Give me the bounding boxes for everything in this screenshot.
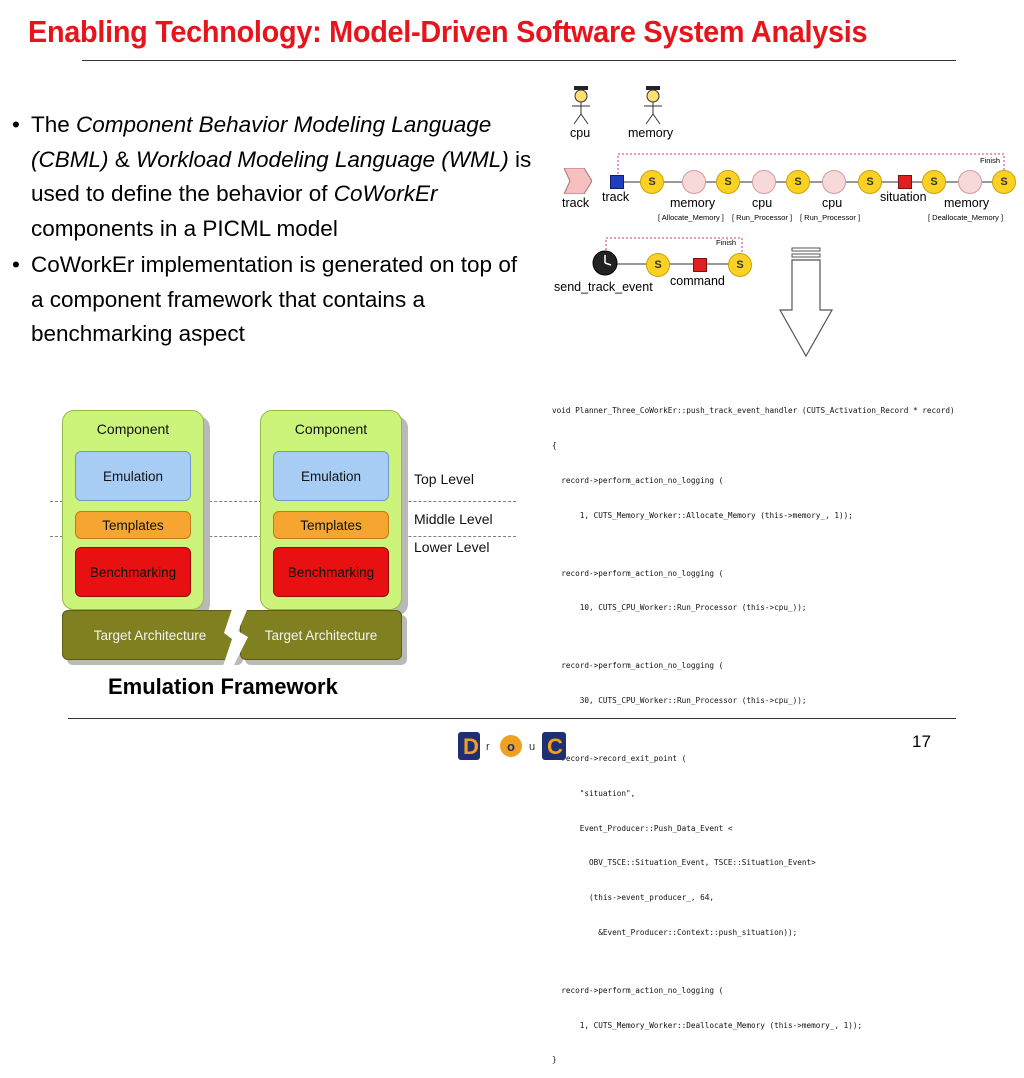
state-node: S [728,253,752,277]
action-annotation: [ Allocate_Memory ] [658,213,724,222]
track-action-icon [610,175,624,189]
cpu-action-label: cpu [822,196,843,210]
templates-box: Templates [273,511,389,539]
framework-caption: Emulation Framework [108,674,338,699]
state-node: S [922,170,946,194]
cpu-action-label: cpu [752,196,773,210]
emulation-framework-diagram: Component Emulation Templates Benchmarki… [50,405,520,670]
cpu-actor-label: cpu [570,126,591,140]
middle-level-label: Middle Level [414,511,493,527]
bullet-text-part: components in a PICML model [31,215,338,241]
cbml-term: Component Behavior Modeling Language (CB… [31,112,492,172]
cpu-worker-icon [572,86,590,125]
target-architecture-box: Target Architecture [240,610,402,660]
timer-icon [592,250,618,276]
logo-letter: u [529,741,535,753]
code-line: OBV_TSCE::Situation_Event, TSCE::Situati… [552,858,816,868]
bullet-marker: • [12,112,20,137]
state-node: S [646,253,670,277]
code-line: &Event_Producer::Context::push_situation… [552,927,798,937]
lower-level-label: Lower Level [414,539,490,555]
behavior-model-diagram: cpu memory Finish track track S memory S… [552,80,1022,300]
benchmarking-box: Benchmarking [273,547,389,597]
state-node: S [858,170,882,194]
state-node: S [640,170,664,194]
bullet-text: CoWorkEr implementation is generated on … [31,252,518,346]
logo-letter: D [463,734,479,759]
templates-box: Templates [75,511,191,539]
code-line: void Planner_Three_CoWorkEr::push_track_… [552,406,955,416]
state-node: S [786,170,810,194]
memory-actor-label: memory [628,126,674,140]
memory-action-node [958,170,982,194]
row2-finish-label: Finish [716,238,737,247]
track-input-label: track [562,196,590,210]
component-label: Component [294,421,368,437]
bullet-text-part: & [108,146,137,172]
track-input-icon [564,168,592,194]
component-stack: Component Emulation Templates Benchmarki… [62,410,204,610]
code-line: { [552,440,557,450]
generated-code-listing: void Planner_Three_CoWorkEr::push_track_… [552,382,1022,1078]
code-line: record->perform_action_no_logging ( [552,475,724,485]
page-number: 17 [912,732,931,751]
state-node: S [716,170,740,194]
code-line: 1, CUTS_Memory_Worker::Allocate_Memory (… [552,510,853,520]
top-level-label: Top Level [414,471,474,487]
situation-output-label: situation [880,190,927,204]
code-line: Event_Producer::Push_Data_Event < [552,823,733,833]
target-architecture-box: Target Architecture [62,610,238,660]
action-annotation: [ Run_Processor ] [800,213,861,222]
emulation-box: Emulation [273,451,389,501]
title-divider [82,60,956,61]
code-line: record->record_exit_point ( [552,754,687,763]
wml-term: Workload Modeling Language (WML) [136,146,509,172]
bullet-item-implementation: • CoWorkEr implementation is generated o… [12,248,532,352]
code-line: record->perform_action_no_logging ( [552,985,724,995]
command-output-icon [693,258,707,272]
memory-action-node [682,170,706,194]
command-output-label: command [670,274,725,288]
logo-letter: r [486,741,490,753]
code-line: record->perform_action_no_logging ( [552,568,724,578]
component-label: Component [96,421,170,437]
code-line: "situation", [552,788,636,798]
logo-letter: o [507,739,515,754]
coworker-term: CoWorkEr [333,181,438,206]
row1-finish-label: Finish [980,156,1001,165]
row2-connector-lines [605,237,743,265]
code-line: } [552,1055,557,1065]
situation-output-icon [898,175,912,189]
bullet-item-cbml: • The Component Behavior Modeling Langua… [12,108,532,246]
break-mark-icon [222,603,250,669]
state-node: S [992,170,1016,194]
bullet-text-part: is used to define the behavior of [31,146,532,207]
memory-action-label: memory [670,196,716,210]
cpu-action-node [822,170,846,194]
bullet-list: • The Component Behavior Modeling Langua… [12,108,532,354]
benchmarking-box: Benchmarking [75,547,191,597]
bullet-text-part: The [31,112,77,137]
cpu-action-node [752,170,776,194]
code-line: 10, CUTS_CPU_Worker::Run_Processor (this… [552,603,807,613]
code-line: (this->event_producer_, 64, [552,893,714,903]
logo-letter: C [547,734,563,759]
action-annotation: [ Deallocate_Memory ] [928,213,1004,222]
code-line: 1, CUTS_Memory_Worker::Deallocate_Memory… [552,1020,863,1030]
slide-title: Enabling Technology: Model-Driven Softwa… [28,14,868,49]
memory-action-label: memory [944,196,990,210]
component-stack: Component Emulation Templates Benchmarki… [260,410,402,610]
code-line: record->perform_action_no_logging ( [552,661,724,671]
generation-arrow-icon [778,247,834,358]
emulation-box: Emulation [75,451,191,501]
send-track-event-label: send_track_event [554,280,653,294]
footer-divider [68,718,956,719]
track-action-label: track [602,190,630,204]
doc-group-logo: D r o u C [458,732,566,760]
action-annotation: [ Run_Processor ] [732,213,793,222]
memory-worker-icon [644,86,662,125]
code-line: 30, CUTS_CPU_Worker::Run_Processor (this… [552,696,807,706]
bullet-marker: • [12,252,20,277]
